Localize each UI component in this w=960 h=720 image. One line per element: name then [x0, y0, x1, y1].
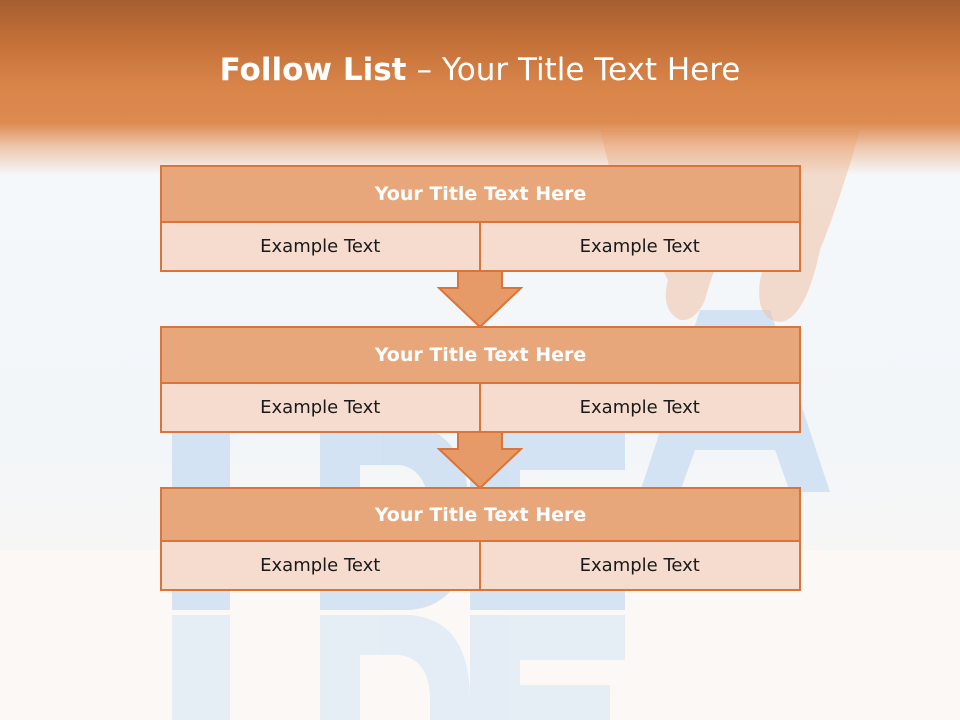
- title-rest: Your Title Text Here: [441, 52, 741, 88]
- block-cell-left: Example Text: [160, 223, 481, 272]
- list-block-3: Your Title Text Here Example Text Exampl…: [160, 487, 801, 591]
- block-title: Your Title Text Here: [160, 487, 801, 542]
- title-bold: Follow List: [219, 52, 407, 88]
- block-cell-right: Example Text: [480, 223, 801, 272]
- block-cell-left: Example Text: [160, 542, 481, 591]
- block-cell-right: Example Text: [480, 384, 801, 433]
- title-separator: –: [416, 52, 432, 88]
- block-title: Your Title Text Here: [160, 165, 801, 223]
- block-row: Example Text Example Text: [160, 542, 801, 591]
- list-block-2: Your Title Text Here Example Text Exampl…: [160, 326, 801, 433]
- list-block-1: Your Title Text Here Example Text Exampl…: [160, 165, 801, 272]
- block-cell-right: Example Text: [480, 542, 801, 591]
- down-arrow-icon: [437, 270, 523, 328]
- down-arrow-icon: [437, 431, 523, 489]
- block-row: Example Text Example Text: [160, 384, 801, 433]
- block-row: Example Text Example Text: [160, 223, 801, 272]
- block-cell-left: Example Text: [160, 384, 481, 433]
- block-title: Your Title Text Here: [160, 326, 801, 384]
- header-band: [0, 0, 960, 175]
- slide-title: Follow List–Your Title Text Here: [0, 52, 960, 88]
